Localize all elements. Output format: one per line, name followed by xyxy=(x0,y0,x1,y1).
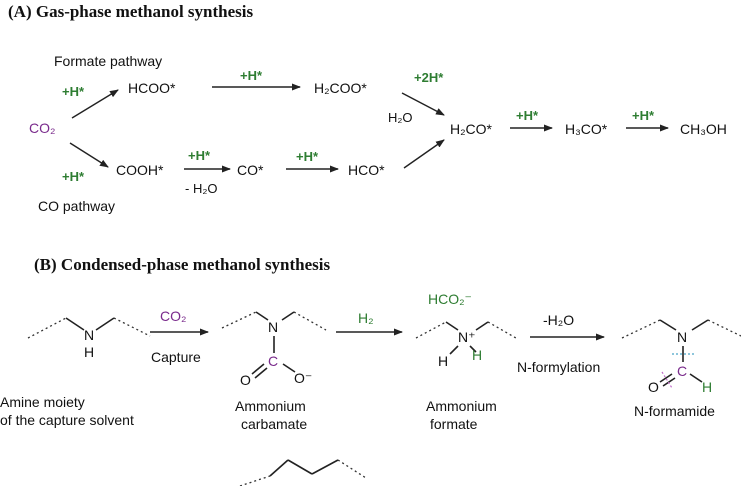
label-minus-h2o-a: - H₂O xyxy=(185,181,218,196)
carbamate-c-atom: C xyxy=(268,353,278,369)
species-co2: CO₂ xyxy=(29,120,55,136)
formamide-label: N-formamide xyxy=(634,403,715,419)
arrow-co2-to-cooh xyxy=(69,142,109,168)
carbamate-o-atom: O xyxy=(240,372,251,388)
bond-break-marker-co xyxy=(661,371,673,389)
species-h3co: H₃CO* xyxy=(565,121,608,137)
amine-molecule: N H xyxy=(27,317,151,360)
label-plus-h-h2co: +H* xyxy=(516,108,539,123)
amine-h-atom: H xyxy=(84,344,94,360)
label-plus-h-co: +H* xyxy=(296,149,319,164)
formamide-h-atom: H xyxy=(702,379,712,395)
label-h2o: H₂O xyxy=(388,110,413,125)
formamide-o-atom: O xyxy=(648,379,659,395)
label-plus-h-hcoo: +H* xyxy=(240,68,263,83)
label-plus-h-lower: +H* xyxy=(62,169,85,184)
label-plus-h-cooh: +H* xyxy=(188,148,211,163)
carbamate-n-atom: N xyxy=(268,319,278,335)
species-hco: HCO* xyxy=(348,162,385,178)
label-minus-h2o-b: -H₂O xyxy=(543,312,574,328)
panel-a-title: (A) Gas-phase methanol synthesis xyxy=(8,2,253,21)
amine-label-line1: Amine moiety xyxy=(0,394,85,410)
formate-h-atom-left: H xyxy=(438,353,448,369)
label-plus-h-upper: +H* xyxy=(62,84,85,99)
carbamate-label-line1: Ammonium xyxy=(235,398,306,414)
co-pathway-label: CO pathway xyxy=(38,198,115,214)
formamide-n-atom: N xyxy=(677,329,687,345)
formamide-c-atom: C xyxy=(677,363,687,379)
reagent-h2: H₂ xyxy=(358,310,374,326)
n-formamide-molecule: N C O H xyxy=(621,319,741,395)
species-ch3oh: CH₃OH xyxy=(680,121,727,137)
amine-n-atom: N xyxy=(84,327,94,343)
formate-pathway-label: Formate pathway xyxy=(54,53,162,69)
carbamate-molecule: N C O O⁻ xyxy=(221,311,327,388)
label-plus-h-h3co: +H* xyxy=(632,108,655,123)
capture-label: Capture xyxy=(151,349,201,365)
amine-label-line2: of the capture solvent xyxy=(0,412,134,428)
species-cooh: COOH* xyxy=(116,162,164,178)
arrow-co2-to-hcoo xyxy=(71,89,119,119)
n-formylation-label: N-formylation xyxy=(517,359,600,375)
reagent-co2-b: CO₂ xyxy=(160,308,186,324)
ammonium-formate-molecule: HCO₂⁻ N⁺ H H xyxy=(415,291,517,369)
species-hcoo: HCOO* xyxy=(128,80,176,96)
panel-b-title: (B) Condensed-phase methanol synthesis xyxy=(34,255,331,274)
species-h2co: H₂CO* xyxy=(450,121,493,137)
arrow-h2coo-to-h2co xyxy=(401,92,445,116)
species-co: CO* xyxy=(237,162,264,178)
formate-n-plus-atom: N⁺ xyxy=(458,329,476,345)
formate-label-line1: Ammonium xyxy=(426,398,497,414)
species-h2coo: H₂COO* xyxy=(314,80,367,96)
formate-h-atom-right: H xyxy=(472,347,482,363)
partial-next-structure xyxy=(239,459,367,486)
formate-anion: HCO₂⁻ xyxy=(428,291,472,307)
carbamate-o-minus-atom: O⁻ xyxy=(294,370,312,386)
formate-label-line2: formate xyxy=(430,416,478,432)
label-plus-2h: +2H* xyxy=(414,70,444,85)
arrow-hco-to-h2co xyxy=(403,139,445,169)
carbamate-label-line2: carbamate xyxy=(241,416,307,432)
